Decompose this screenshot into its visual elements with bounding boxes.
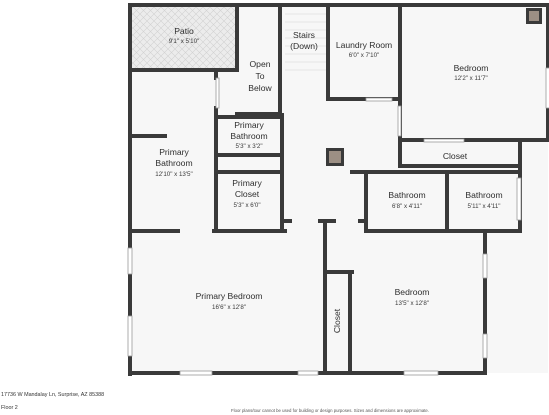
primary-closet-line1: Primary <box>232 178 262 188</box>
bedroom-ne-dims: 12'2" x 11'7" <box>454 75 487 82</box>
primary-bedroom-dims: 16'6" x 12'8" <box>212 304 246 311</box>
bathroom-b-label: Bathroom <box>465 190 502 200</box>
chimney-inner <box>529 11 539 21</box>
open-to-below-line2: To <box>255 71 264 81</box>
fireplace-inner <box>329 151 341 163</box>
laundry-room-dims: 6'0" x 7'10" <box>349 52 380 59</box>
primary-bathroom-line2: Bathroom <box>155 158 192 168</box>
primary-bath-small-line1: Primary <box>234 120 264 130</box>
bedroom-se-dims: 13'5" x 12'8" <box>395 300 429 307</box>
patio-label: Patio <box>174 26 194 36</box>
bathroom-a-dims: 6'8" x 4'11" <box>392 203 422 210</box>
bathroom-a-label: Bathroom <box>388 190 425 200</box>
floor-label: Floor 2 <box>1 405 18 411</box>
primary-bath-small-dims: 5'3" x 3'2" <box>235 143 262 150</box>
primary-bathroom-dims: 12'10" x 13'5" <box>155 171 192 178</box>
closet-ne-label: Closet <box>443 151 468 161</box>
primary-bath-small-line2: Bathroom <box>230 131 267 141</box>
laundry-room-label: Laundry Room <box>336 40 392 50</box>
patio-dims: 9'1" x 5'10" <box>169 38 200 45</box>
primary-bedroom-label: Primary Bedroom <box>196 291 263 301</box>
primary-closet-dims: 5'3" x 6'0" <box>233 202 260 209</box>
primary-closet-line2: Closet <box>235 189 260 199</box>
primary-bathroom-line1: Primary <box>159 147 189 157</box>
disclaimer: Floor plans/tour cannot be used for buil… <box>231 408 430 413</box>
closet-se-label: Closet <box>332 308 342 333</box>
property-address: 17736 W Mandalay Ln, Surprise, AZ 85388 <box>1 392 105 398</box>
stairs-label: Stairs <box>293 30 315 40</box>
patio-floor <box>132 6 236 68</box>
windows <box>127 67 549 376</box>
bedroom-se-label: Bedroom <box>395 287 430 297</box>
stairs-treads <box>285 13 328 71</box>
bedroom-ne-label: Bedroom <box>454 63 489 73</box>
stairs-direction: (Down) <box>290 41 318 51</box>
open-to-below-line1: Open <box>249 59 270 69</box>
open-to-below-line3: Below <box>248 83 272 93</box>
bathroom-b-dims: 5'11" x 4'11" <box>467 203 500 210</box>
